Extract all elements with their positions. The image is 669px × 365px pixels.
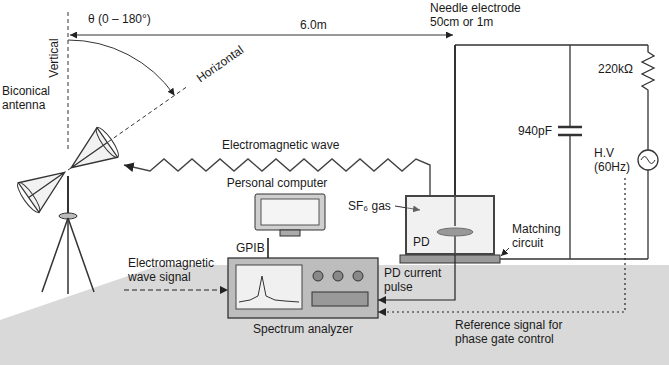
capacitor-plate	[558, 126, 582, 129]
hv-wire	[455, 44, 648, 45]
capacitor-lead	[569, 135, 570, 259]
label-holder: Matching circuit	[512, 222, 572, 250]
pc-stand	[280, 230, 300, 236]
analyzer-knob	[353, 271, 363, 281]
reference-connector	[378, 178, 625, 312]
edge-label-holder: Electromagnetic wave	[222, 138, 352, 152]
dimension-label: 6.0m	[300, 18, 340, 32]
edge-label: PD current pulse	[384, 266, 448, 294]
ground-wire	[500, 258, 648, 259]
node-text: Biconical antenna	[2, 84, 66, 112]
gpib-cable	[267, 238, 269, 258]
analyzer-screen	[236, 265, 302, 309]
label-holder: SF₆ gas	[348, 199, 394, 213]
tripod-leg	[68, 218, 94, 292]
edge-label: Reference signal for phase gate control	[455, 318, 595, 346]
pc-screen	[261, 199, 319, 225]
part-label: SF₆ gas	[348, 199, 394, 213]
tripod-head	[59, 213, 77, 219]
ac-source-symbol	[638, 150, 658, 170]
capacitor-lead	[569, 45, 570, 127]
ac-source-wave	[641, 157, 655, 164]
label-holder: θ (0 – 180°)	[88, 12, 178, 26]
edge-label: Electromagnetic wave	[222, 138, 352, 152]
edge-label-holder: GPIB	[236, 241, 266, 255]
wave-connector	[124, 159, 430, 195]
test-chamber: PD	[405, 195, 495, 255]
node-text: Spectrum analyzer	[229, 322, 377, 336]
label-holder: 940pF	[518, 124, 556, 138]
part-label: Needle electrode 50cm or 1m	[430, 1, 534, 29]
leader-line	[501, 248, 509, 256]
component-value: 940pF	[518, 124, 556, 138]
antenna-cone-rim	[93, 125, 122, 160]
label-holder: 6.0m	[300, 18, 340, 32]
edge-label: GPIB	[236, 241, 266, 255]
antenna-cone	[61, 128, 118, 183]
tripod-leg	[42, 218, 68, 292]
spectrum-analyzer-body	[228, 258, 378, 318]
part-label: Matching circuit	[512, 222, 572, 250]
node-text: H.V (60Hz)	[594, 146, 638, 174]
angle-arc	[68, 40, 175, 95]
analyzer-knob	[333, 271, 343, 281]
distance-dimension	[70, 35, 453, 36]
label-holder: 220kΩ	[598, 62, 640, 76]
tripod-leg	[67, 218, 69, 294]
label-holder: Needle electrode 50cm or 1m	[430, 1, 534, 29]
edge-label-holder: PD current pulse	[384, 266, 448, 294]
capacitor-plate	[558, 134, 582, 137]
antenna-cone-rim	[14, 180, 43, 215]
spectrum-trace	[239, 276, 299, 302]
component-value: 220kΩ	[598, 62, 640, 76]
antenna-node: Biconical antenna	[2, 84, 124, 296]
axis-label: Horizontal	[189, 40, 249, 88]
hv-wire	[647, 170, 648, 259]
signal-connector	[124, 289, 228, 290]
edge-label-holder: Electromagnetic wave signal	[128, 256, 224, 284]
antenna-mast	[67, 176, 69, 215]
vertical-axis	[68, 12, 69, 150]
computer-node: Personal computer	[212, 176, 342, 238]
edge-label-holder: Reference signal for phase gate control	[455, 318, 595, 346]
resistor-symbol	[642, 45, 654, 150]
antenna-axis	[68, 87, 187, 170]
edge-label: Electromagnetic wave signal	[128, 256, 224, 284]
angle-label: θ (0 – 180°)	[88, 12, 178, 26]
floor	[0, 265, 669, 365]
label-holder: Vertical	[47, 34, 61, 82]
node-text: PD	[413, 235, 443, 249]
analyzer-keypad	[312, 292, 368, 306]
hv-source-node: H.V (60Hz)	[590, 142, 662, 178]
matching-circuit-plate	[400, 255, 500, 263]
biconical-antenna	[14, 125, 121, 215]
antenna-cone	[18, 158, 75, 213]
axis-label: Vertical	[47, 34, 61, 82]
label-holder: Horizontal	[189, 40, 249, 88]
node-text: Personal computer	[214, 176, 340, 190]
signal-connector	[378, 255, 455, 300]
analyzer-knob	[313, 271, 323, 281]
pc-monitor	[255, 194, 325, 230]
spectrum-analyzer-node: Spectrum analyzer	[228, 258, 378, 336]
